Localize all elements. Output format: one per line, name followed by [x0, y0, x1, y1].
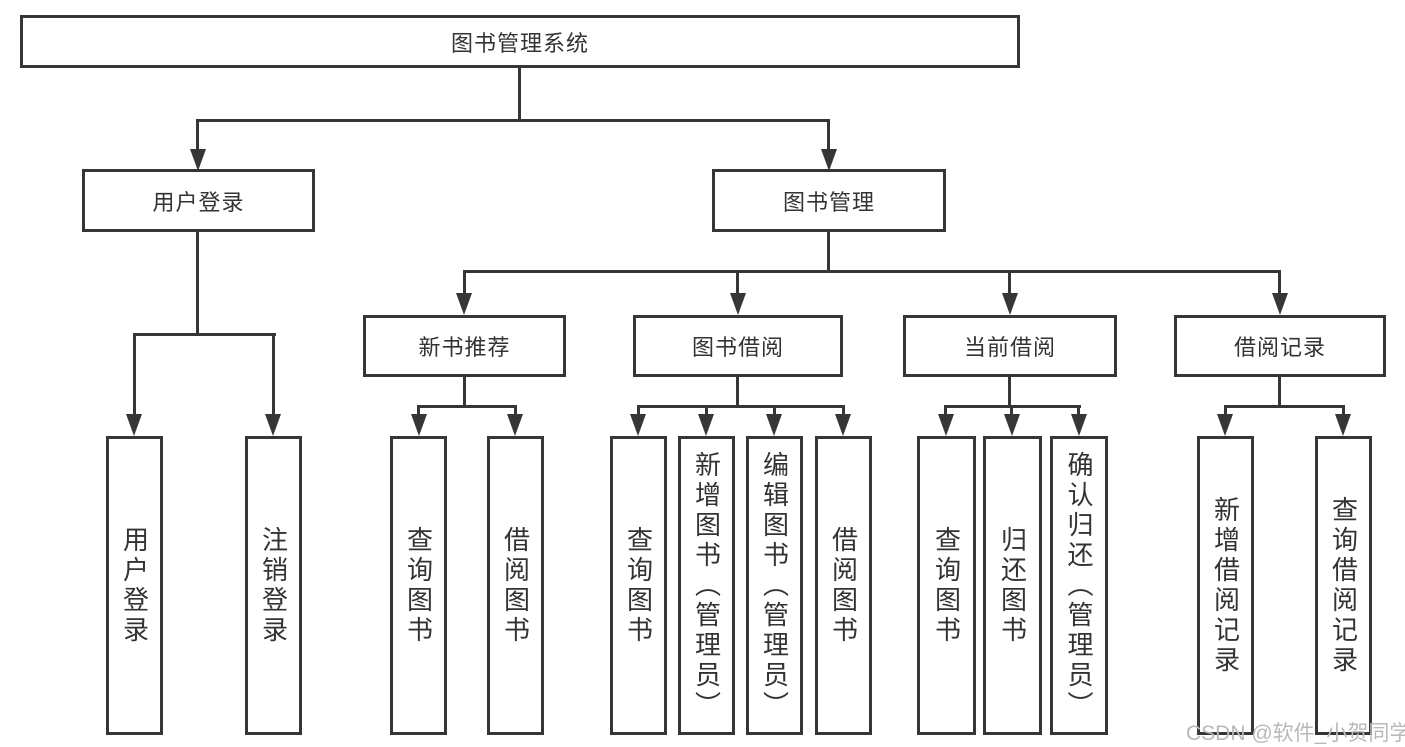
- arrowhead-icon: [190, 149, 206, 171]
- connector-book-mgmt-drop-4: [1278, 270, 1281, 296]
- leaf-borrow-books-label: 借阅图书: [828, 525, 859, 646]
- arrowhead-icon: [1335, 414, 1351, 436]
- arrowhead-icon: [835, 414, 851, 436]
- arrowhead-icon: [507, 414, 523, 436]
- connector-book-borrow-drop-3: [773, 405, 776, 416]
- node-current-borrow: 当前借阅: [903, 315, 1117, 377]
- arrowhead-icon: [730, 293, 746, 315]
- arrowhead-icon: [698, 414, 714, 436]
- connector-user-login-stem: [196, 232, 199, 336]
- node-book-borrow-label: 图书借阅: [691, 335, 784, 360]
- arrowhead-icon: [456, 293, 472, 315]
- connector-book-borrow-bar: [637, 405, 845, 408]
- leaf-query-books-recommend: 查询图书: [390, 436, 447, 735]
- leaf-user-login: 用户登录: [106, 436, 163, 735]
- arrowhead-icon: [411, 414, 427, 436]
- leaf-edit-books-admin-label: 编辑图书（管理员）: [759, 450, 790, 721]
- arrowhead-icon: [1071, 414, 1087, 436]
- node-new-book-recommend-label: 新书推荐: [418, 335, 511, 360]
- connector-book-borrow-drop-2: [705, 405, 708, 416]
- leaf-borrow-books-recommend-label: 借阅图书: [500, 525, 531, 646]
- node-current-borrow-label: 当前借阅: [963, 335, 1056, 360]
- node-book-management-label: 图书管理: [782, 189, 875, 215]
- arrowhead-icon: [1004, 414, 1020, 436]
- leaf-confirm-return-admin: 确认归还（管理员）: [1050, 436, 1108, 735]
- leaf-query-books-borrow-label: 查询图书: [623, 525, 654, 646]
- node-new-book-recommend: 新书推荐: [363, 315, 566, 377]
- leaf-logout-label: 注销登录: [258, 525, 289, 646]
- connector-root-drop-right: [827, 119, 830, 153]
- leaf-add-borrow-record: 新增借阅记录: [1197, 436, 1254, 735]
- connector-user-login-drop-2: [272, 333, 275, 417]
- node-root-label: 图书管理系统: [450, 30, 589, 56]
- connector-new-book-drop-2: [514, 405, 517, 416]
- node-root: 图书管理系统: [20, 15, 1020, 68]
- connector-book-borrow-drop-1: [637, 405, 640, 416]
- node-book-borrow: 图书借阅: [633, 315, 843, 377]
- connector-current-borrow-drop-1: [944, 405, 947, 416]
- arrowhead-icon: [1217, 414, 1233, 436]
- connector-borrow-records-drop-1: [1224, 405, 1227, 416]
- connector-book-borrow-drop-4: [842, 405, 845, 416]
- leaf-borrow-books: 借阅图书: [815, 436, 872, 735]
- leaf-add-books-admin-label: 新增图书（管理员）: [691, 450, 722, 721]
- connector-user-login-drop-1: [133, 333, 136, 417]
- connector-borrow-records-bar: [1224, 405, 1345, 408]
- connector-borrow-records-stem: [1278, 377, 1281, 408]
- connector-current-borrow-drop-2: [1010, 405, 1013, 416]
- node-user-login: 用户登录: [82, 169, 315, 232]
- connector-root-drop-left: [196, 119, 199, 153]
- connector-root-stem: [518, 68, 521, 121]
- leaf-query-borrow-record: 查询借阅记录: [1315, 436, 1372, 735]
- arrowhead-icon: [265, 414, 281, 436]
- leaf-query-books-recommend-label: 查询图书: [403, 525, 434, 646]
- node-borrow-records: 借阅记录: [1174, 315, 1386, 377]
- connector-book-mgmt-bar: [463, 270, 1281, 273]
- connector-borrow-records-drop-2: [1342, 405, 1345, 416]
- leaf-confirm-return-admin-label: 确认归还（管理员）: [1064, 450, 1094, 721]
- connector-book-borrow-stem: [736, 377, 739, 408]
- leaf-return-books-label: 归还图书: [997, 525, 1028, 646]
- arrowhead-icon: [126, 414, 142, 436]
- node-book-management: 图书管理: [712, 169, 946, 232]
- arrowhead-icon: [938, 414, 954, 436]
- leaf-logout: 注销登录: [245, 436, 302, 735]
- leaf-add-books-admin: 新增图书（管理员）: [678, 436, 735, 735]
- connector-user-login-bar: [133, 333, 276, 336]
- arrowhead-icon: [766, 414, 782, 436]
- connector-current-borrow-stem: [1008, 377, 1011, 408]
- connector-new-book-stem: [463, 377, 466, 408]
- node-user-login-label: 用户登录: [152, 189, 245, 215]
- connector-book-mgmt-drop-3: [1008, 270, 1011, 296]
- node-borrow-records-label: 借阅记录: [1233, 335, 1326, 360]
- arrowhead-icon: [1272, 293, 1288, 315]
- connector-book-mgmt-stem: [827, 232, 830, 273]
- leaf-user-login-label: 用户登录: [119, 525, 150, 646]
- arrowhead-icon: [1002, 293, 1018, 315]
- leaf-query-books-current-label: 查询图书: [931, 525, 962, 646]
- leaf-query-books-current: 查询图书: [917, 436, 976, 735]
- arrowhead-icon: [821, 149, 837, 171]
- connector-new-book-drop-1: [417, 405, 420, 416]
- leaf-return-books: 归还图书: [983, 436, 1042, 735]
- leaf-add-borrow-record-label: 新增借阅记录: [1210, 495, 1241, 676]
- connector-new-book-bar: [417, 405, 517, 408]
- connector-book-mgmt-drop-2: [736, 270, 739, 296]
- leaf-edit-books-admin: 编辑图书（管理员）: [746, 436, 803, 735]
- leaf-borrow-books-recommend: 借阅图书: [487, 436, 544, 735]
- arrowhead-icon: [630, 414, 646, 436]
- leaf-query-borrow-record-label: 查询借阅记录: [1328, 495, 1359, 676]
- csdn-watermark: CSDN @软件_小贺同学: [1186, 722, 1405, 745]
- leaf-query-books-borrow: 查询图书: [610, 436, 667, 735]
- connector-book-mgmt-drop-1: [463, 270, 466, 296]
- connector-current-borrow-drop-3: [1077, 405, 1080, 416]
- connector-root-bar: [196, 119, 830, 122]
